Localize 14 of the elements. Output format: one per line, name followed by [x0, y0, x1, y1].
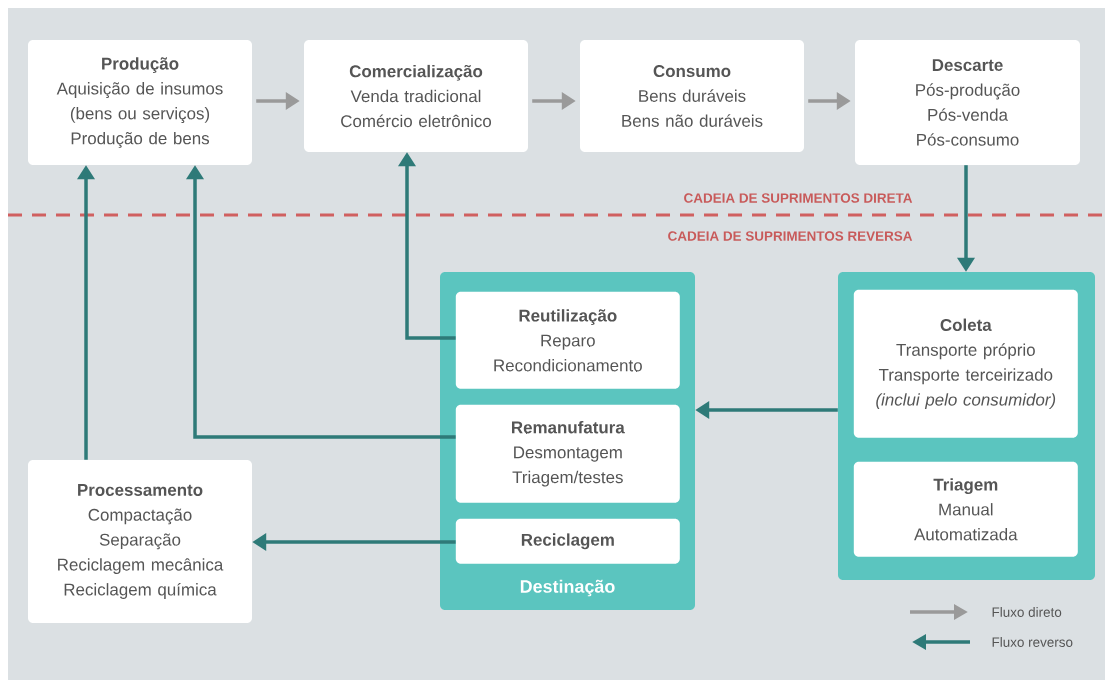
stage-box: Reciclagem	[455, 518, 680, 564]
stage-box: Remanufatura Desmontagem Triagem/testes	[455, 404, 680, 503]
section-label: CADEIA DE SUPRIMENTOS DIRETA	[684, 193, 913, 203]
stage-box: Comercialização Venda tradicional Comércio eletrônico	[304, 40, 528, 152]
stage-box: Consumo Bens duráveis Bens não duráveis	[580, 40, 804, 152]
stage-box: Processamento Compactação Separação Reciclagem mecânica Reciclagem química	[28, 460, 252, 623]
stage-box: Coleta Transporte próprio Transporte terceirizado (inclui pelo consumidor)	[853, 289, 1078, 438]
legend-text: Fluxo direto	[992, 607, 1062, 617]
stage-box: Descarte Pós-produção Pós-venda Pós-consumo	[855, 40, 1080, 165]
section-label: CADEIA DE SUPRIMENTOS REVERSA	[668, 231, 913, 241]
legend-text: Fluxo reverso	[992, 637, 1073, 647]
stage-box: Produção Aquisição de insumos (bens ou serviços) Produção de bens	[28, 40, 252, 165]
stage-box: Triagem Manual Automatizada	[853, 461, 1078, 557]
stage-box: Reutilização Reparo Recondicionamento	[455, 291, 680, 389]
